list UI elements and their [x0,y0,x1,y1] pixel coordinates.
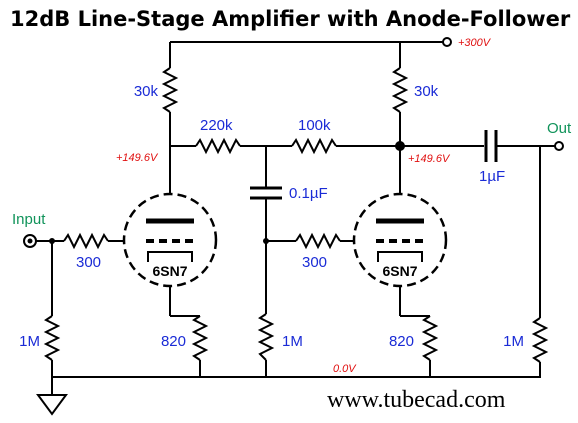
supply-voltage-label: +300V [458,37,492,49]
feedback-resistor-label: 100k [298,117,331,134]
supply-terminal-icon [442,37,452,47]
coupling-capacitor-icon [250,186,282,200]
stage2-anode-resistor-label: 30k [414,83,439,100]
stage1-anode-resistor-icon [161,67,179,113]
input-label: Input [12,211,46,228]
stage2-grid-resistor-icon [295,232,341,250]
output-capacitor-label: 1µF [479,168,505,185]
stage1-cathode-resistor-label: 820 [161,333,186,350]
output-load-resistor-icon [531,317,549,363]
stage1-grid-resistor-label: 300 [76,254,101,271]
ground-voltage-label: 0.0V [333,363,357,375]
stage2-anode-resistor-icon [391,67,409,113]
input-grid-leak-label: 1M [19,333,40,350]
stage2-cathode-resistor-label: 820 [389,333,414,350]
input-terminal-icon [23,234,37,248]
stage2-anode-voltage-label: +149.6V [408,153,451,165]
ground-rail [51,360,541,378]
ground-symbol-icon [36,377,68,416]
coupling-capacitor-label: 0.1µF [289,185,328,202]
stage1-cathode-resistor-icon [191,315,209,361]
stage1-anode-voltage-label: +149.6V [116,152,159,164]
output-load-resistor-label: 1M [503,333,524,350]
stage1-tube-label: 6SN7 [152,263,187,279]
supply-rail [169,41,443,68]
diagram-title: 12dB Line-Stage Amplifier with Anode-Fol… [10,7,578,31]
feedback-resistor-icon [291,137,337,155]
coupling-shunt-resistor-icon [257,313,275,361]
stage2-cathode-resistor-icon [421,315,439,361]
stage1-anode-resistor-label: 30k [134,83,159,100]
input-grid-leak-resistor-icon [43,315,61,361]
anode-node-dot [395,141,405,151]
output-terminal-icon [554,141,564,151]
coupling-series-resistor-icon [195,137,241,155]
website-url: www.tubecad.com [327,387,506,413]
stage2-tube-label: 6SN7 [382,263,417,279]
coupling-series-resistor-label: 220k [200,117,233,134]
stage1-grid-resistor-icon [63,232,109,250]
output-label: Out [547,120,572,137]
stage2-grid-resistor-label: 300 [302,254,327,271]
output-capacitor-icon [484,130,498,162]
coupling-shunt-resistor-label: 1M [282,333,303,350]
